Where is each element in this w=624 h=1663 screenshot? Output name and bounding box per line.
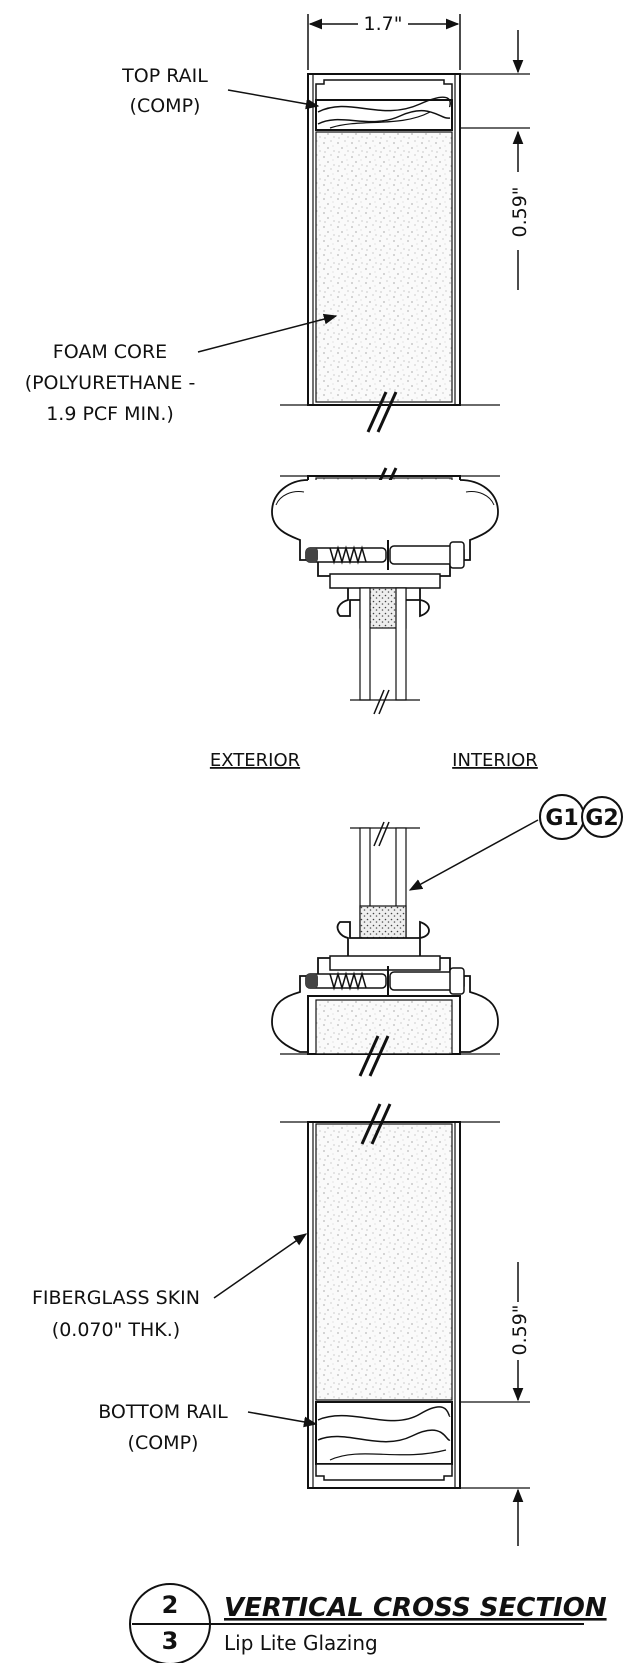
detail-number: 2 <box>162 1591 179 1619</box>
interior-label: INTERIOR <box>452 750 538 771</box>
title-block: 2 3 VERTICAL CROSS SECTION Lip Lite Glaz… <box>129 1583 607 1663</box>
upper-door-panel <box>280 73 530 433</box>
callout-foam-core: FOAM CORE (POLYURETHANE - 1.9 PCF MIN.) <box>25 313 338 425</box>
callout-fiberglass-skin: FIBERGLASS SKIN (0.070" THK.) <box>32 1233 308 1341</box>
foam-core-label-line3: 1.9 PCF MIN.) <box>46 403 174 425</box>
bottom-rail-label-line1: BOTTOM RAIL <box>98 1401 228 1423</box>
top-rail-label-line1: TOP RAIL <box>121 65 208 87</box>
width-dimension: 1.7" <box>307 13 461 70</box>
glass-tag-leader <box>408 819 539 891</box>
fiberglass-skin-label-line2: (0.070" THK.) <box>52 1319 180 1341</box>
top-rail-label-line2: (COMP) <box>130 95 201 117</box>
callout-bottom-rail: BOTTOM RAIL (COMP) <box>98 1401 318 1454</box>
fastener-upper <box>305 540 465 570</box>
glass-tag-g2-text: G2 <box>585 806 618 831</box>
callout-top-rail: TOP RAIL (COMP) <box>121 65 320 117</box>
top-rail-dim-text: 0.59" <box>509 186 531 237</box>
break-mark-mid-lower <box>358 1035 390 1077</box>
foam-core-label-line1: FOAM CORE <box>53 341 167 363</box>
top-rail-dimension: 0.59" <box>509 30 531 290</box>
fiberglass-skin-label-line1: FIBERGLASS SKIN <box>32 1287 200 1309</box>
glass-tag-g1-text: G1 <box>545 806 578 831</box>
foam-core-label-line2: (POLYURETHANE - <box>25 372 196 394</box>
glass-unit-upper <box>350 587 420 715</box>
break-mark-lower <box>360 1103 392 1145</box>
glass-tag-g2: G2 <box>581 796 623 838</box>
foam-core-upper <box>315 131 453 403</box>
exterior-label: EXTERIOR <box>210 750 300 771</box>
drawing-subtitle: Lip Lite Glazing <box>224 1631 378 1655</box>
bottom-rail <box>315 1401 453 1481</box>
upper-glazing-assembly <box>271 467 500 715</box>
sheet-number: 3 <box>162 1627 179 1655</box>
break-mark-upper <box>366 391 398 433</box>
bottom-rail-dim-text: 0.59" <box>509 1304 531 1355</box>
top-rail <box>315 79 453 131</box>
width-dim-text: 1.7" <box>364 13 403 35</box>
lower-glazing-assembly <box>271 821 500 1077</box>
foam-core-lower <box>315 1123 453 1401</box>
bottom-rail-label-line2: (COMP) <box>128 1432 199 1454</box>
fastener-lower <box>305 966 465 996</box>
lower-door-panel <box>280 1103 530 1489</box>
glass-tag-g1: G1 <box>539 794 585 840</box>
bottom-rail-dimension: 0.59" <box>509 1262 531 1546</box>
drawing-title: VERTICAL CROSS SECTION <box>224 1593 607 1623</box>
glass-unit-lower <box>350 821 420 957</box>
